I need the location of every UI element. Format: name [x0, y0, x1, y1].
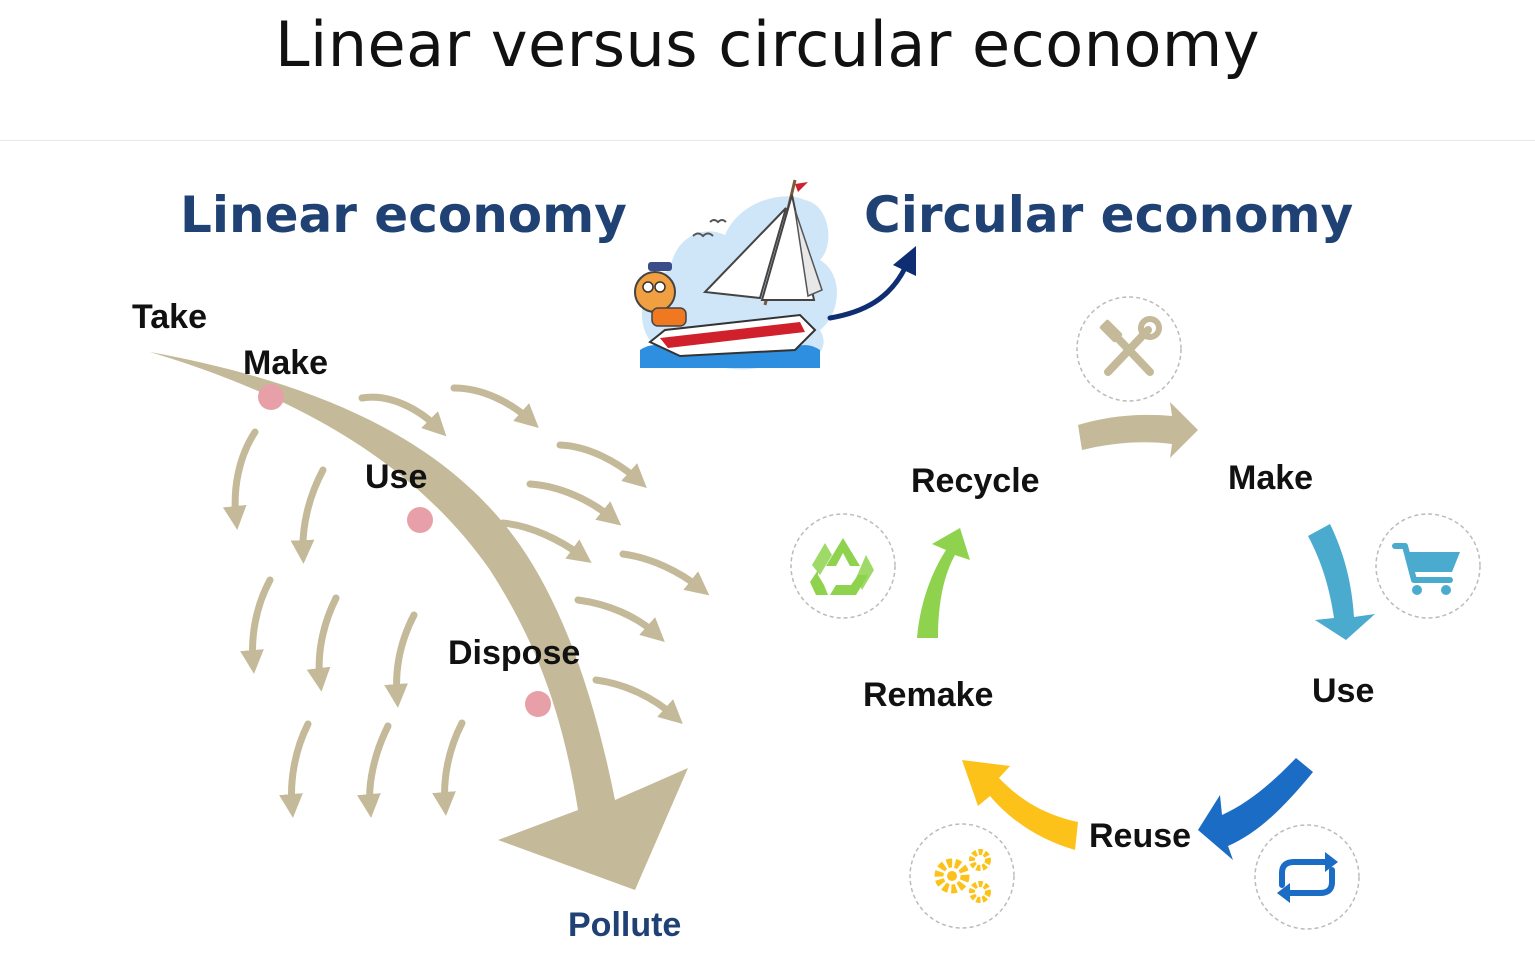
- circular-step-make: Make: [1228, 459, 1314, 497]
- dot-make: [258, 384, 284, 410]
- arrow-use-to-reuse: [1198, 758, 1313, 860]
- arrow-make-to-use: [1308, 524, 1375, 640]
- cart-icon: [1375, 513, 1481, 619]
- linear-main-arrow: [150, 352, 688, 890]
- small-arrow: [357, 722, 392, 818]
- small-arrow: [556, 441, 647, 488]
- recycle-icon: [790, 513, 896, 619]
- linear-heading: Linear economy: [180, 186, 627, 244]
- small-arrow: [306, 594, 340, 692]
- tools-icon: [1076, 296, 1182, 402]
- transition-arrow: [827, 265, 908, 321]
- circular-step-use: Use: [1312, 672, 1375, 710]
- small-arrow: [619, 550, 710, 596]
- repeat-icon: [1254, 824, 1360, 930]
- dot-use: [407, 507, 433, 533]
- slide-title: Linear versus circular economy: [274, 8, 1261, 81]
- circular-step-recycle: Recycle: [911, 462, 1040, 500]
- small-arrow: [290, 466, 327, 564]
- arrow-reuse-to-remake: [962, 760, 1078, 850]
- dot-dispose: [525, 691, 551, 717]
- small-arrow: [574, 596, 665, 642]
- linear-step-take: Take: [132, 298, 207, 336]
- arrow-recycle-to-make: [1078, 402, 1198, 458]
- arrow-remake-to-recycle: [917, 528, 970, 638]
- gears-icon: [909, 823, 1015, 929]
- linear-step-dispose: Dispose: [448, 634, 581, 672]
- small-arrow: [222, 428, 259, 530]
- small-arrow: [499, 519, 592, 563]
- small-arrow: [592, 676, 683, 724]
- linear-small-arrows: [222, 384, 710, 818]
- small-arrow: [358, 393, 447, 437]
- circular-step-remake: Remake: [863, 676, 994, 714]
- linear-step-use: Use: [365, 458, 428, 496]
- small-arrow: [450, 384, 539, 428]
- small-arrow: [526, 480, 622, 526]
- small-arrow: [384, 611, 418, 708]
- title-divider: [0, 140, 1535, 141]
- small-arrow: [432, 719, 466, 816]
- linear-step-make: Make: [243, 344, 329, 382]
- circular-heading: Circular economy: [864, 186, 1354, 244]
- sailboat-illustration: [634, 179, 837, 370]
- linear-outcome-pollute: Pollute: [568, 906, 682, 944]
- transition-arrow-head: [893, 246, 916, 276]
- small-arrow: [279, 720, 312, 818]
- circular-step-reuse: Reuse: [1089, 817, 1192, 855]
- linear-step-dots: [258, 384, 551, 717]
- small-arrow: [240, 576, 274, 674]
